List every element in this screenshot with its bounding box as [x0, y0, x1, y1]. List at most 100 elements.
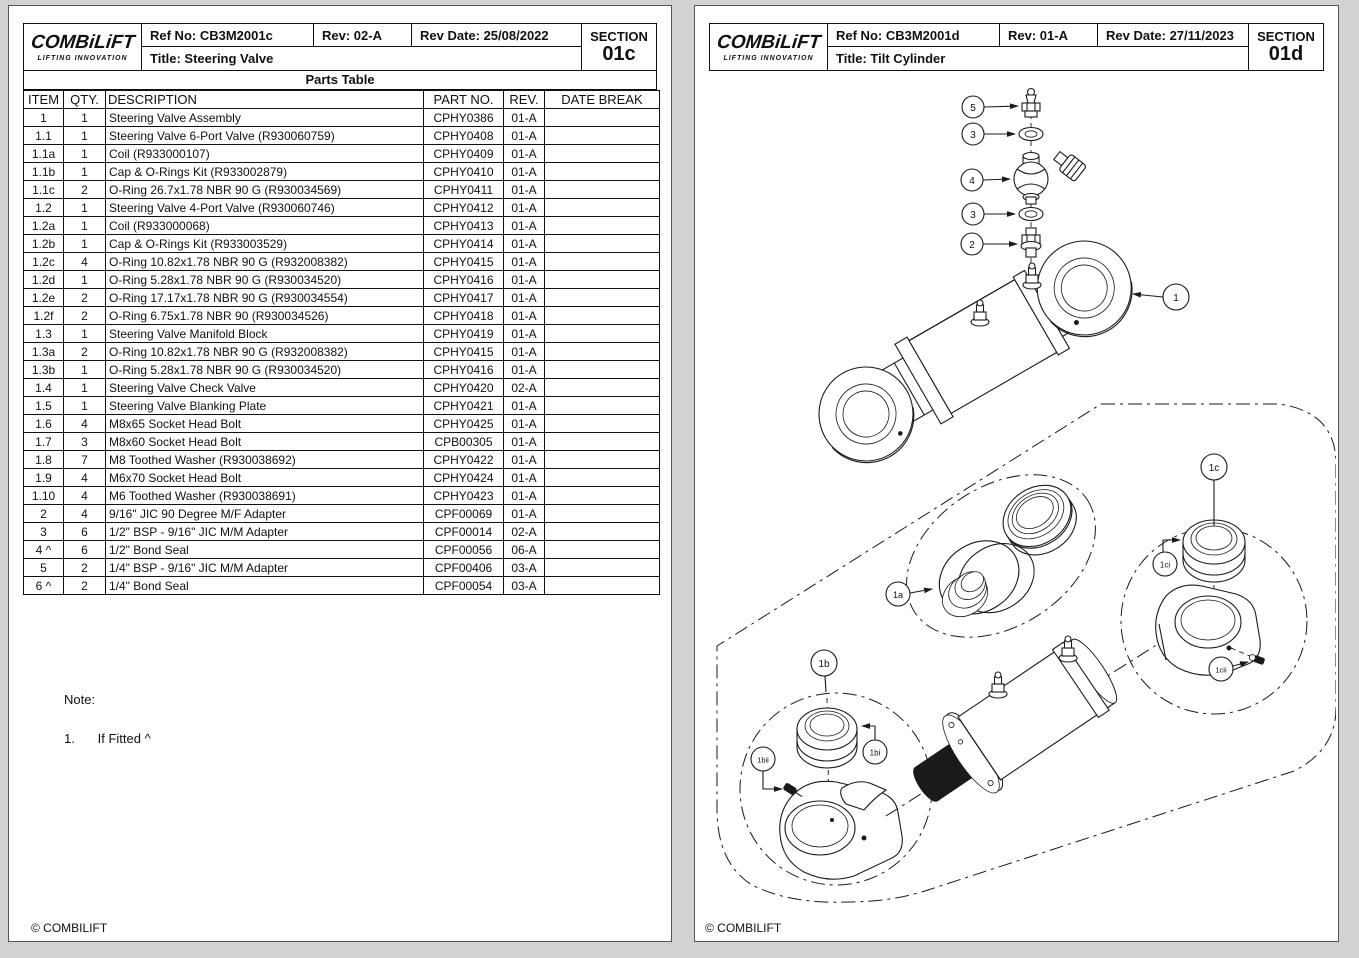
- table-cell: 01-A: [503, 126, 545, 145]
- seal-kit-group: 1a: [885, 474, 1096, 638]
- table-cell: [544, 378, 660, 397]
- table-cell: 9/16" JIC 90 Degree M/F Adapter: [105, 504, 424, 523]
- table-cell: 1/2" Bond Seal: [105, 540, 424, 559]
- table-cell: 4: [63, 486, 106, 505]
- table-cell: 1: [63, 234, 106, 253]
- table-cell: [544, 288, 660, 307]
- svg-text:1bi: 1bi: [870, 749, 881, 758]
- table-cell: [544, 468, 660, 487]
- table-cell: 1: [63, 144, 106, 163]
- logo-text: COMBiLiFT: [715, 32, 822, 53]
- table-cell: 2: [63, 288, 106, 307]
- svg-text:2: 2: [969, 240, 975, 251]
- table-cell: 1.2d: [23, 270, 64, 289]
- table-cell: CPHY0416: [423, 360, 504, 379]
- page-title: Title: Steering Valve: [150, 51, 274, 66]
- section-cell: SECTION 01c: [581, 24, 656, 70]
- table-cell: 6 ^: [23, 576, 64, 595]
- fitting-stack: 5 3 4 3 2: [960, 87, 1086, 282]
- table-cell: Coil (R933000068): [105, 216, 424, 235]
- section-label: SECTION: [590, 29, 648, 44]
- port-fitting: [1058, 635, 1078, 663]
- table-cell: 01-A: [503, 360, 545, 379]
- svg-text:1b: 1b: [818, 659, 830, 670]
- table-cell: [544, 126, 660, 145]
- callout-1b: [810, 649, 838, 677]
- table-cell: 01-A: [503, 324, 545, 343]
- table-cell: 1.2c: [23, 252, 64, 271]
- table-cell: 01-A: [503, 234, 545, 253]
- port-fitting: [970, 299, 990, 327]
- logo-text: COMBiLiFT: [29, 32, 136, 53]
- table-cell: Steering Valve Check Valve: [105, 378, 424, 397]
- table-cell: [544, 360, 660, 379]
- table-cell: [544, 108, 660, 127]
- svg-text:4: 4: [969, 176, 975, 187]
- table-cell: CPHY0415: [423, 342, 504, 361]
- table-cell: CPHY0409: [423, 144, 504, 163]
- logo-tagline: LIFTING INNOVATION: [723, 55, 814, 62]
- svg-text:1ci: 1ci: [1160, 561, 1170, 570]
- title-block-fields: Ref No: CB3M2001c Rev: 02-A Rev Date: 25…: [142, 24, 581, 70]
- table-cell: 6: [63, 522, 106, 541]
- table-cell: 2: [63, 342, 106, 361]
- table-cell: 1.7: [23, 432, 64, 451]
- table-cell: O-Ring 10.82x1.78 NBR 90 G (R932008382): [105, 252, 424, 271]
- table-cell: 3: [63, 432, 106, 451]
- callout-1ci: [1152, 551, 1178, 577]
- cylinder-eye-1c: [1155, 584, 1261, 676]
- callout-1a: [885, 581, 911, 607]
- table-cell: 03-A: [503, 558, 545, 577]
- table-cell: 01-A: [503, 288, 545, 307]
- table-cell: [544, 324, 660, 343]
- table-cell: Steering Valve Manifold Block: [105, 324, 424, 343]
- table-cell: CPF00014: [423, 522, 504, 541]
- table-cell: 01-A: [503, 144, 545, 163]
- table-cell: 1.3a: [23, 342, 64, 361]
- table-cell: CPHY0386: [423, 108, 504, 127]
- bearing-pin-1bii: [783, 783, 803, 797]
- parts-table-column-header: DATE BREAK: [544, 90, 660, 109]
- port-fitting: [988, 671, 1008, 699]
- table-cell: CPB00305: [423, 432, 504, 451]
- table-cell: [544, 162, 660, 181]
- table-cell: CPHY0413: [423, 216, 504, 235]
- table-cell: 1.1: [23, 126, 64, 145]
- table-cell: [544, 450, 660, 469]
- table-cell: 3: [23, 522, 64, 541]
- table-cell: [544, 198, 660, 217]
- table-cell: 1: [63, 162, 106, 181]
- table-cell: Steering Valve 6-Port Valve (R930060759): [105, 126, 424, 145]
- table-cell: 01-A: [503, 216, 545, 235]
- table-cell: 1.3b: [23, 360, 64, 379]
- table-cell: 06-A: [503, 540, 545, 559]
- table-cell: 1: [63, 360, 106, 379]
- table-cell: 4 ^: [23, 540, 64, 559]
- cylinder-eye-1b: [779, 780, 903, 880]
- table-cell: [544, 252, 660, 271]
- table-cell: Cap & O-Rings Kit (R933002879): [105, 162, 424, 181]
- table-cell: [544, 504, 660, 523]
- table-cell: 1: [63, 126, 106, 145]
- table-cell: 1.2f: [23, 306, 64, 325]
- table-cell: M8 Toothed Washer (R930038692): [105, 450, 424, 469]
- table-cell: 01-A: [503, 342, 545, 361]
- parts-table-column-header: QTY.: [63, 90, 106, 109]
- adapter-item2: [1020, 227, 1042, 258]
- table-cell: 1.6: [23, 414, 64, 433]
- svg-text:1cii: 1cii: [1215, 666, 1227, 675]
- table-cell: CPHY0411: [423, 180, 504, 199]
- title-block-fields: Ref No: CB3M2001d Rev: 01-A Rev Date: 27…: [828, 24, 1248, 70]
- table-cell: 1: [63, 378, 106, 397]
- table-cell: 01-A: [503, 252, 545, 271]
- table-cell: O-Ring 10.82x1.78 NBR 90 G (R932008382): [105, 342, 424, 361]
- table-cell: [544, 558, 660, 577]
- ref-no: Ref No: CB3M2001c: [142, 24, 314, 46]
